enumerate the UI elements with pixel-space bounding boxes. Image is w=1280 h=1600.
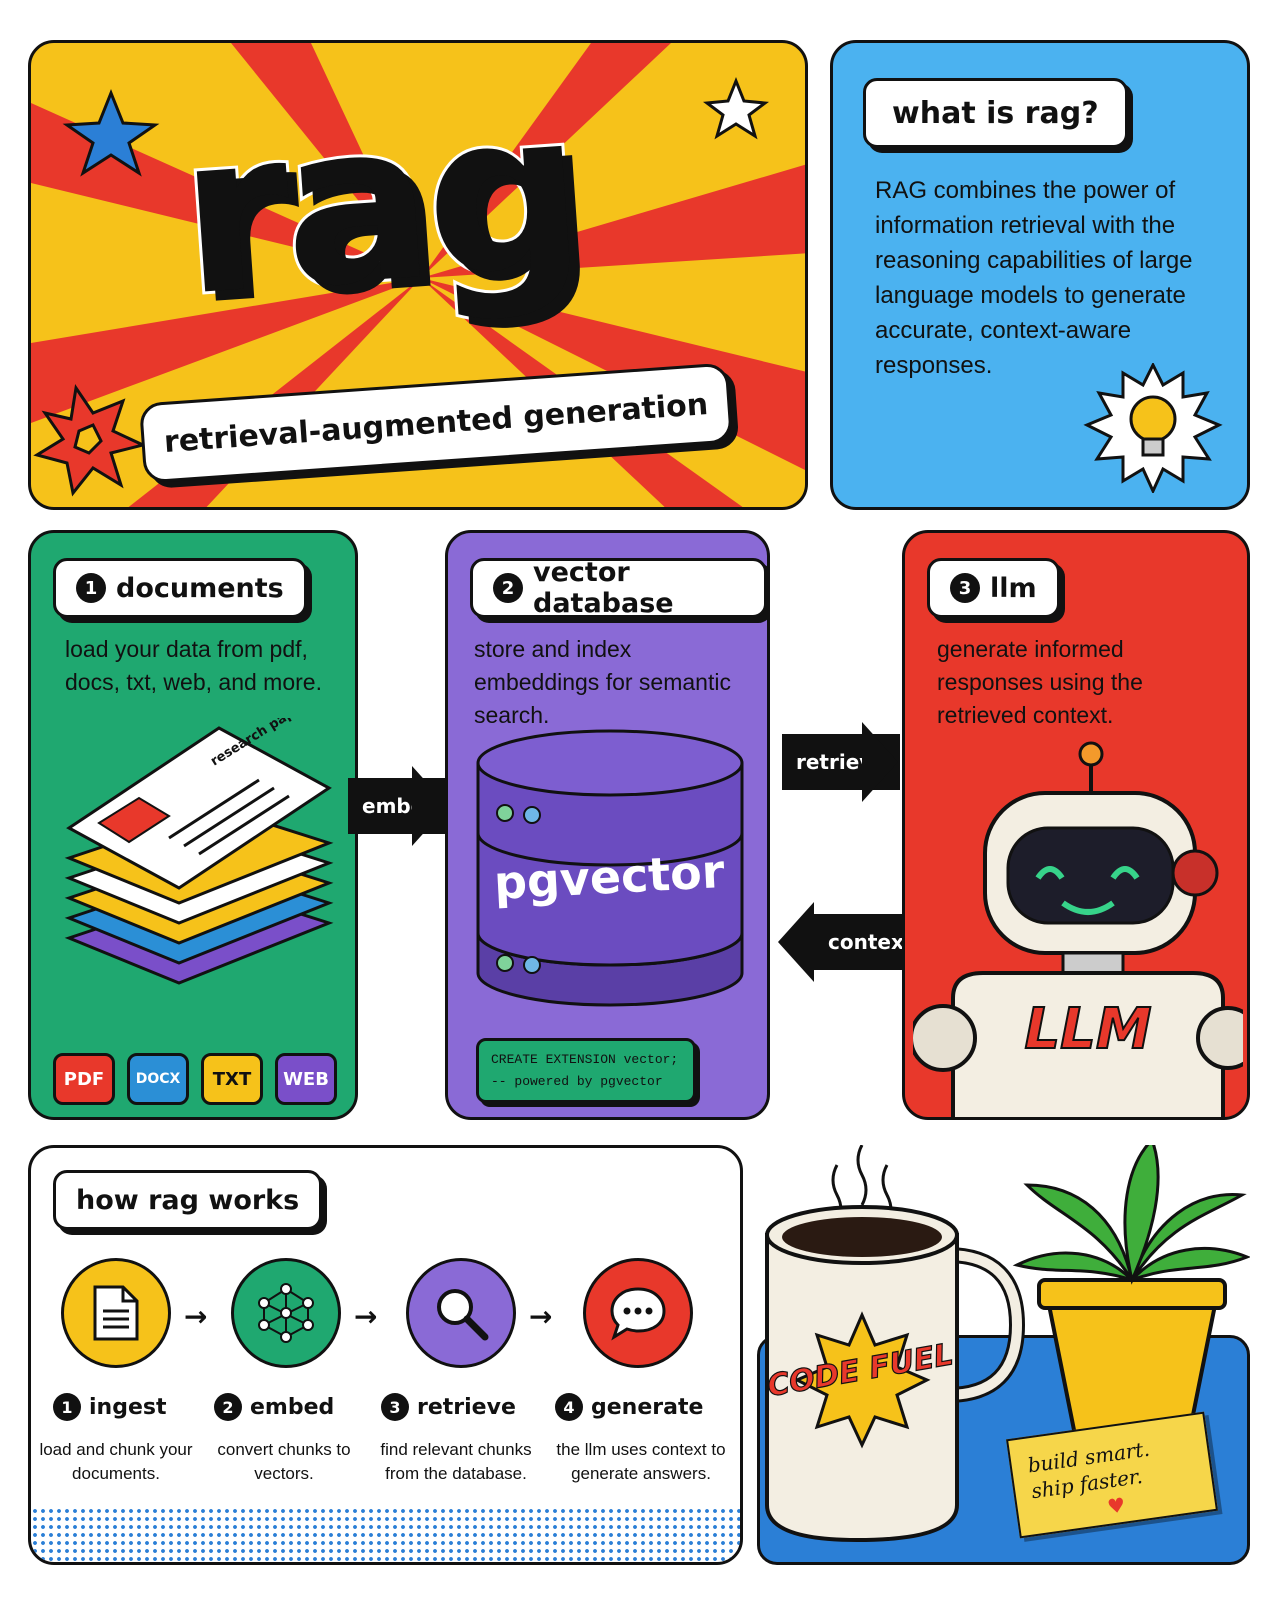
blue-star-icon xyxy=(62,88,160,177)
step-number-badge: 2 xyxy=(214,1393,242,1421)
what-is-rag-panel: what is rag? RAG combines the power of i… xyxy=(830,40,1250,510)
docx-badge: DOCX xyxy=(127,1053,189,1105)
embed-step-label: 2 embed xyxy=(214,1393,334,1421)
step-number-badge: 1 xyxy=(53,1393,81,1421)
what-is-rag-text: RAG combines the power of information re… xyxy=(875,177,1193,379)
sql-code-line-2: -- powered by pgvector xyxy=(491,1074,663,1089)
context-arrow-head xyxy=(778,902,814,982)
pgvector-label: pgvector xyxy=(493,844,726,910)
documents-title: documents xyxy=(116,572,284,604)
document-stack-icon: research paper xyxy=(64,718,334,985)
flow-arrow-icon: → xyxy=(529,1300,553,1333)
chat-bubble-icon xyxy=(610,1287,666,1341)
llm-title: llm xyxy=(990,572,1037,604)
white-star-icon xyxy=(702,76,770,140)
step-name: ingest xyxy=(89,1394,167,1420)
lightbulb-icon xyxy=(1083,363,1223,493)
database-cylinder-icon: pgvector xyxy=(476,729,744,1007)
ingest-step-circle xyxy=(61,1258,171,1368)
search-icon xyxy=(437,1289,489,1341)
step-name: embed xyxy=(250,1394,335,1420)
pdf-badge: PDF xyxy=(53,1053,115,1105)
step-number-badge: 3 xyxy=(381,1393,409,1421)
vector-database-heading: 2 vector database xyxy=(470,557,767,619)
vector-database-title: vector database xyxy=(533,557,674,619)
step-number-badge: 1 xyxy=(76,573,106,603)
embed-arrow-head xyxy=(412,766,448,846)
robot-icon: LLM xyxy=(913,741,1243,1117)
documents-text: load your data from pdf, docs, txt, web,… xyxy=(65,636,322,695)
step-number-badge: 2 xyxy=(493,573,523,603)
hero-panel: rag retrieval-augmented generation xyxy=(28,40,808,510)
vector-database-panel: 2 vector database store and index embedd… xyxy=(445,530,770,1120)
retrieve-step-circle xyxy=(406,1258,516,1368)
llm-heading: 3 llm xyxy=(927,558,1060,618)
how-rag-works-heading: how rag works xyxy=(53,1170,323,1230)
retrieve-step-label: 3 retrieve xyxy=(381,1393,516,1421)
step-number-badge: 4 xyxy=(555,1393,583,1421)
retrieve-step-description: find relevant chunks from the database. xyxy=(380,1440,532,1483)
documents-panel: 1 documents load your data from pdf, doc… xyxy=(28,530,358,1120)
vector-database-text: store and index embeddings for semantic … xyxy=(474,636,731,728)
generate-step-label: 4 generate xyxy=(555,1393,703,1421)
generate-step-description: the llm uses context to generate answers… xyxy=(556,1440,726,1483)
embed-step-description: convert chunks to vectors. xyxy=(217,1440,351,1483)
txt-badge: TXT xyxy=(201,1053,263,1105)
flow-arrow-icon: → xyxy=(184,1300,208,1333)
generate-step-circle xyxy=(583,1258,693,1368)
ingest-step-description: load and chunk your documents. xyxy=(39,1440,193,1483)
web-badge: WEB xyxy=(275,1053,337,1105)
how-rag-works-panel: how rag works → → xyxy=(28,1145,743,1565)
robot-llm-label: LLM xyxy=(1024,997,1151,1062)
file-type-badges: PDF DOCX TXT WEB xyxy=(53,1053,337,1105)
llm-panel: 3 llm generate informed responses using … xyxy=(902,530,1250,1120)
step-number-badge: 3 xyxy=(950,573,980,603)
step-name: generate xyxy=(591,1394,704,1420)
document-icon xyxy=(93,1285,139,1341)
flow-arrow-icon: → xyxy=(354,1300,378,1333)
dotted-footer-pattern xyxy=(31,1507,740,1562)
coffee-mug-and-plant-icon: CODE FUEL xyxy=(764,1145,1250,1543)
step-name: retrieve xyxy=(417,1394,516,1420)
embed-step-circle xyxy=(231,1258,341,1368)
desk-illustration: CODE FUEL build smart. ship faster. ♥ xyxy=(757,1145,1250,1565)
hero-title: rag xyxy=(170,58,589,347)
ingest-step-label: 1 ingest xyxy=(53,1393,166,1421)
what-is-rag-heading: what is rag? xyxy=(863,78,1128,148)
sql-code-box: CREATE EXTENSION vector; -- powered by p… xyxy=(476,1038,696,1103)
documents-heading: 1 documents xyxy=(53,558,307,618)
explosion-icon xyxy=(33,384,148,497)
network-icon xyxy=(258,1283,314,1343)
sql-code-line-1: CREATE EXTENSION vector; xyxy=(491,1052,679,1067)
llm-text: generate informed responses using the re… xyxy=(937,636,1143,728)
retrieve-arrow-head xyxy=(862,722,898,802)
